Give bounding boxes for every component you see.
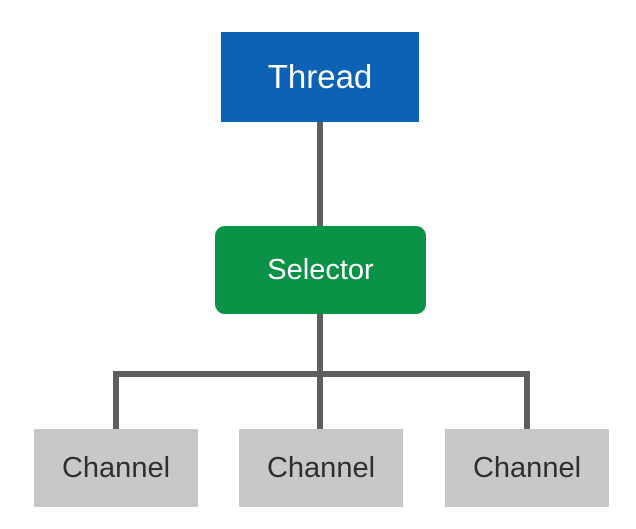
thread-label: Thread xyxy=(267,58,373,95)
channel-node: Channel xyxy=(34,429,198,507)
channel-label: Channel xyxy=(61,451,171,484)
selector-label: Selector xyxy=(267,253,374,286)
channel-node: Channel xyxy=(445,429,609,507)
channel-label: Channel xyxy=(472,451,582,484)
selector-node: Selector xyxy=(215,226,426,314)
channel-label: Channel xyxy=(266,451,376,484)
thread-node: Thread xyxy=(221,32,419,122)
channel-node: Channel xyxy=(239,429,403,507)
